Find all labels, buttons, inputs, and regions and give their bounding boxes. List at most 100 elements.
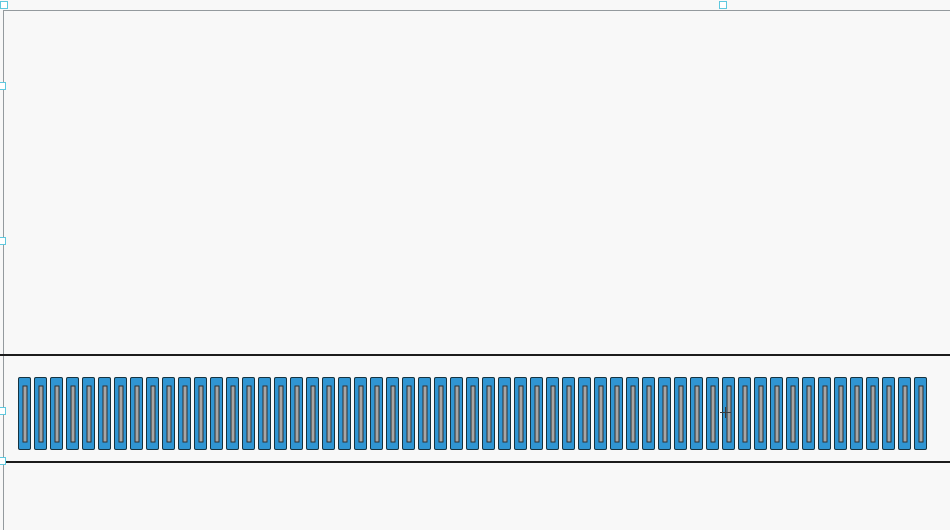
strip-segment[interactable] (306, 377, 319, 450)
strip-segment[interactable] (674, 377, 687, 450)
segment-core (246, 385, 251, 442)
strip-segment[interactable] (338, 377, 351, 450)
segment-core (438, 385, 443, 442)
strip-segment[interactable] (242, 377, 255, 450)
segment-core (358, 385, 363, 442)
strip-segment[interactable] (914, 377, 927, 450)
strip-segment[interactable] (498, 377, 511, 450)
strip-segment[interactable] (290, 377, 303, 450)
strip-segment[interactable] (466, 377, 479, 450)
strip-segment[interactable] (706, 377, 719, 450)
segment-core (310, 385, 315, 442)
strip-segment[interactable] (146, 377, 159, 450)
strip-segment[interactable] (82, 377, 95, 450)
segment-core (22, 385, 27, 442)
segment-core (374, 385, 379, 442)
segment-core (742, 385, 747, 442)
strip-segment[interactable] (226, 377, 239, 450)
strip-segment[interactable] (18, 377, 31, 450)
strip-segment[interactable] (834, 377, 847, 450)
segment-core (726, 385, 731, 442)
segment-core (262, 385, 267, 442)
strip-segment[interactable] (482, 377, 495, 450)
strip-segment[interactable] (194, 377, 207, 450)
selection-handle-left-middle[interactable] (0, 237, 6, 245)
selection-handle-left-strip-middle[interactable] (0, 407, 6, 415)
strip-segment[interactable] (98, 377, 111, 450)
selection-handle-top-middle[interactable] (719, 1, 727, 9)
segment-core (214, 385, 219, 442)
strip-segment[interactable] (658, 377, 671, 450)
segment-core (790, 385, 795, 442)
strip-segment[interactable] (546, 377, 559, 450)
strip-segment[interactable] (866, 377, 879, 450)
segment-core (294, 385, 299, 442)
segment-core (486, 385, 491, 442)
segment-core (774, 385, 779, 442)
segment-core (886, 385, 891, 442)
segment-core (566, 385, 571, 442)
segment-core (806, 385, 811, 442)
strip-segment[interactable] (818, 377, 831, 450)
segment-core (54, 385, 59, 442)
strip-segment[interactable] (898, 377, 911, 450)
strip-segment[interactable] (130, 377, 143, 450)
segment-core (822, 385, 827, 442)
strip-segment[interactable] (50, 377, 63, 450)
strip-segment[interactable] (34, 377, 47, 450)
segment-core (646, 385, 651, 442)
strip-segment[interactable] (738, 377, 751, 450)
segment-core (518, 385, 523, 442)
strip-segment[interactable] (722, 377, 735, 450)
strip-segment[interactable] (178, 377, 191, 450)
selection-handle-left-upper[interactable] (0, 82, 6, 90)
strip-segment[interactable] (354, 377, 367, 450)
strip-segment[interactable] (642, 377, 655, 450)
strip-segment[interactable] (514, 377, 527, 450)
strip-segment[interactable] (162, 377, 175, 450)
segment-core (470, 385, 475, 442)
strip-segment[interactable] (594, 377, 607, 450)
segment-core (406, 385, 411, 442)
strip-segment[interactable] (530, 377, 543, 450)
strip-segment[interactable] (386, 377, 399, 450)
segment-core (150, 385, 155, 442)
strip-segment[interactable] (370, 377, 383, 450)
strip-segment[interactable] (258, 377, 271, 450)
selection-handle-top-left[interactable] (0, 1, 8, 9)
strip-segment[interactable] (690, 377, 703, 450)
strip-segment[interactable] (274, 377, 287, 450)
strip-segment[interactable] (66, 377, 79, 450)
strip-segment[interactable] (786, 377, 799, 450)
segment-core (118, 385, 123, 442)
strip-segment[interactable] (322, 377, 335, 450)
strip-segment[interactable] (450, 377, 463, 450)
strip-segment[interactable] (578, 377, 591, 450)
strip-segment[interactable] (802, 377, 815, 450)
strip-track (18, 377, 927, 450)
selected-object-top-edge[interactable] (3, 10, 950, 11)
strip-segment[interactable] (434, 377, 447, 450)
selected-object-left-edge[interactable] (3, 10, 4, 530)
strip-segment[interactable] (114, 377, 127, 450)
segment-core (182, 385, 187, 442)
strip-segment[interactable] (882, 377, 895, 450)
strip-segment[interactable] (402, 377, 415, 450)
segment-core (454, 385, 459, 442)
strip-segment[interactable] (610, 377, 623, 450)
strip-segment[interactable] (850, 377, 863, 450)
segment-core (598, 385, 603, 442)
strip-top-rail[interactable] (0, 354, 950, 356)
selection-handle-left-strip-bottom[interactable] (0, 457, 6, 465)
strip-segment[interactable] (770, 377, 783, 450)
strip-bottom-rail[interactable] (0, 461, 950, 463)
strip-segment[interactable] (562, 377, 575, 450)
strip-segment[interactable] (626, 377, 639, 450)
segment-core (694, 385, 699, 442)
strip-segment[interactable] (418, 377, 431, 450)
strip-segment[interactable] (210, 377, 223, 450)
strip-segment[interactable] (754, 377, 767, 450)
segment-core (70, 385, 75, 442)
segment-core (38, 385, 43, 442)
